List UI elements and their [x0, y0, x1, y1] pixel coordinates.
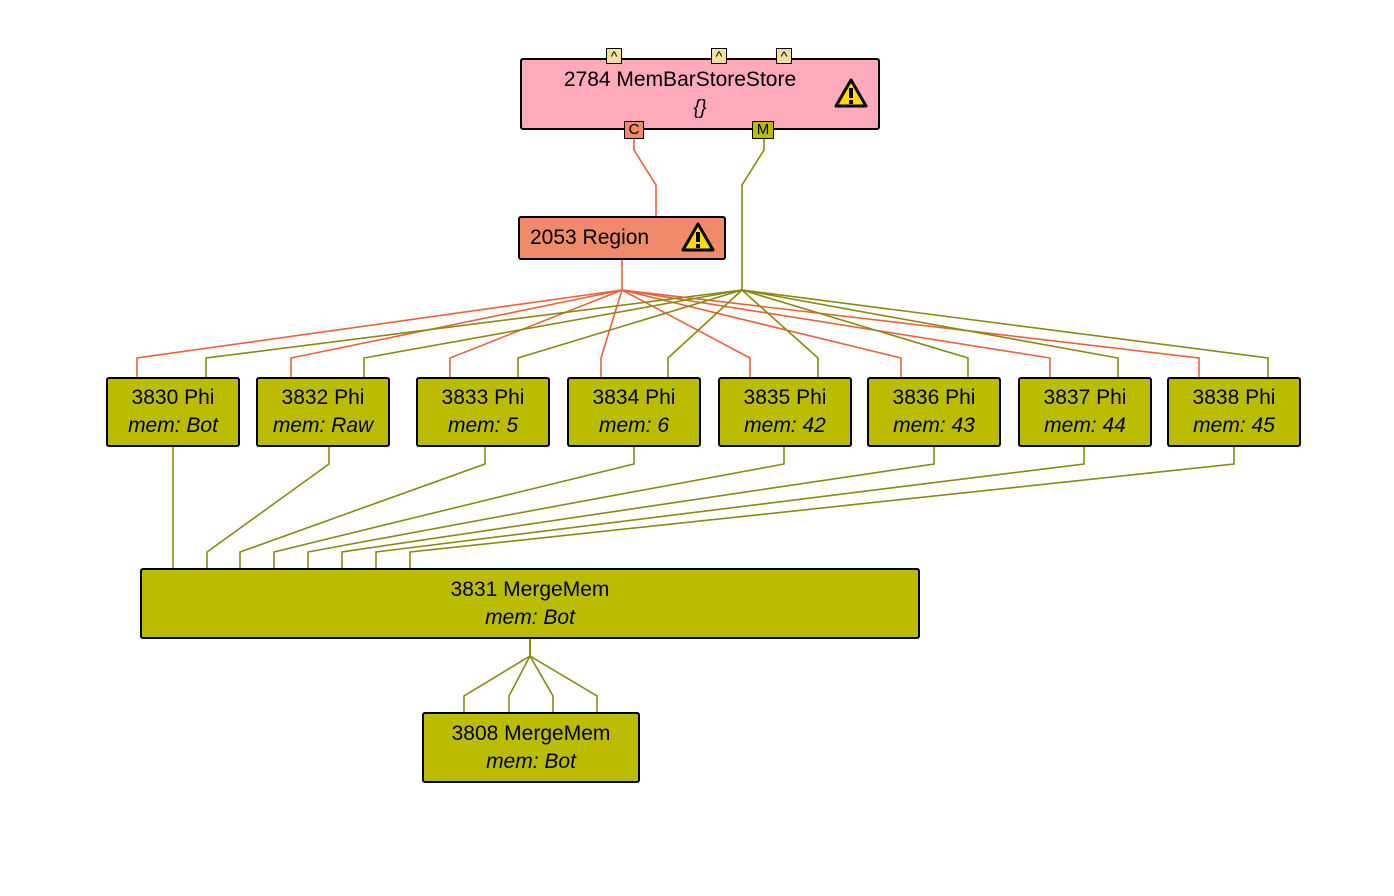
input-port-3[interactable]: ^	[776, 48, 792, 64]
edge-memory	[307, 447, 785, 568]
edge-memory	[363, 289, 743, 377]
edge-memory	[741, 289, 1269, 377]
node-title: 3835 Phi	[743, 386, 827, 409]
node-subtitle: mem: 42	[744, 414, 826, 437]
node-title: 3837 Phi	[1043, 386, 1127, 409]
node-title: 3833 Phi	[441, 386, 525, 409]
edge-memory	[741, 289, 819, 377]
node-mergemem-3808[interactable]: 3808 MergeMem mem: Bot	[422, 712, 640, 783]
input-port-2[interactable]: ^	[711, 48, 727, 64]
node-subtitle: mem: 5	[447, 414, 518, 437]
edge-memory	[341, 447, 935, 568]
node-phi[interactable]: 3834 Phi mem: 6	[567, 377, 701, 447]
node-subtitle: mem: 44	[1044, 414, 1126, 437]
warning-icon	[681, 222, 715, 252]
edge-memory	[375, 447, 1085, 568]
node-subtitle: mem: Raw	[272, 414, 374, 437]
edge-memory	[529, 639, 554, 712]
edge-control	[290, 289, 623, 377]
node-phi[interactable]: 3835 Phi mem: 42	[718, 377, 852, 447]
node-title: 2784 MemBarStoreStore	[563, 68, 797, 91]
edge-memory	[206, 447, 330, 568]
node-title: 3831 MergeMem	[450, 578, 610, 601]
node-title: 2053 Region	[530, 226, 650, 249]
edge-memory	[273, 447, 635, 568]
input-port-1[interactable]: ^	[606, 48, 622, 64]
node-phi[interactable]: 3837 Phi mem: 44	[1018, 377, 1152, 447]
edge-memory	[508, 639, 531, 712]
node-subtitle: mem: 6	[598, 414, 669, 437]
edge-control	[621, 289, 1200, 377]
node-subtitle: mem: Bot	[128, 414, 218, 437]
edge-memory	[517, 289, 743, 377]
node-title: 3830 Phi	[131, 386, 215, 409]
edge-control	[621, 289, 1051, 377]
edge-control	[621, 289, 902, 377]
edge-memory	[741, 289, 969, 377]
node-phi[interactable]: 3838 Phi mem: 45	[1167, 377, 1301, 447]
node-title: 3834 Phi	[592, 386, 676, 409]
edge-memory	[741, 289, 1119, 377]
node-title: 3836 Phi	[892, 386, 976, 409]
edge-memory	[741, 139, 765, 290]
edge-memory	[529, 639, 598, 712]
node-phi[interactable]: 3832 Phi mem: Raw	[256, 377, 390, 447]
edge-control	[136, 289, 623, 377]
edge-memory	[205, 289, 743, 377]
node-subtitle: mem: Bot	[486, 750, 576, 773]
node-phi[interactable]: 3833 Phi mem: 5	[416, 377, 550, 447]
edge-memory	[409, 447, 1235, 568]
node-subtitle: {}	[693, 97, 707, 119]
node-subtitle: mem: 43	[893, 414, 975, 437]
node-phi[interactable]: 3830 Phi mem: Bot	[106, 377, 240, 447]
edge-memory	[667, 289, 743, 377]
node-mergemem-3831[interactable]: 3831 MergeMem mem: Bot	[140, 568, 920, 639]
node-title: 3832 Phi	[281, 386, 365, 409]
node-phi[interactable]: 3836 Phi mem: 43	[867, 377, 1001, 447]
node-title: 3808 MergeMem	[451, 722, 611, 745]
node-subtitle: mem: 45	[1193, 414, 1275, 437]
output-port-memory[interactable]: M	[752, 121, 774, 139]
warning-icon	[834, 78, 868, 108]
output-port-control[interactable]: C	[624, 121, 644, 139]
edge-control	[600, 289, 623, 377]
edge-memory	[239, 447, 486, 568]
edge-control	[633, 139, 657, 216]
node-title: 3838 Phi	[1192, 386, 1276, 409]
node-membar-store-store[interactable]: 2784 MemBarStoreStore {}	[520, 58, 880, 130]
node-subtitle: mem: Bot	[485, 606, 575, 629]
